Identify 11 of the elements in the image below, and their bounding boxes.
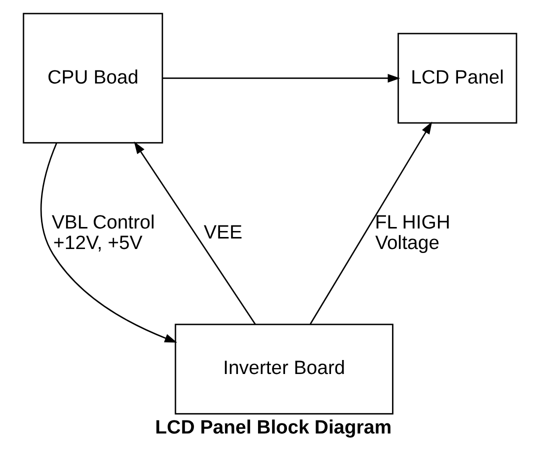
arrow — [162, 74, 400, 83]
edge-label: FL HIGH Voltage — [374, 212, 450, 254]
node-box: Inverter Board — [174, 324, 393, 414]
node-box: CPU Boad — [22, 12, 163, 144]
node-box: LCD Panel — [397, 32, 517, 124]
arrow — [40, 143, 177, 343]
caption: LCD Panel Block Diagram — [154, 417, 392, 438]
arrow — [133, 141, 256, 325]
arrow — [309, 122, 432, 324]
edge-label: VEE — [203, 222, 242, 244]
edge-label: VBL Control +12V, +5V — [51, 212, 154, 254]
